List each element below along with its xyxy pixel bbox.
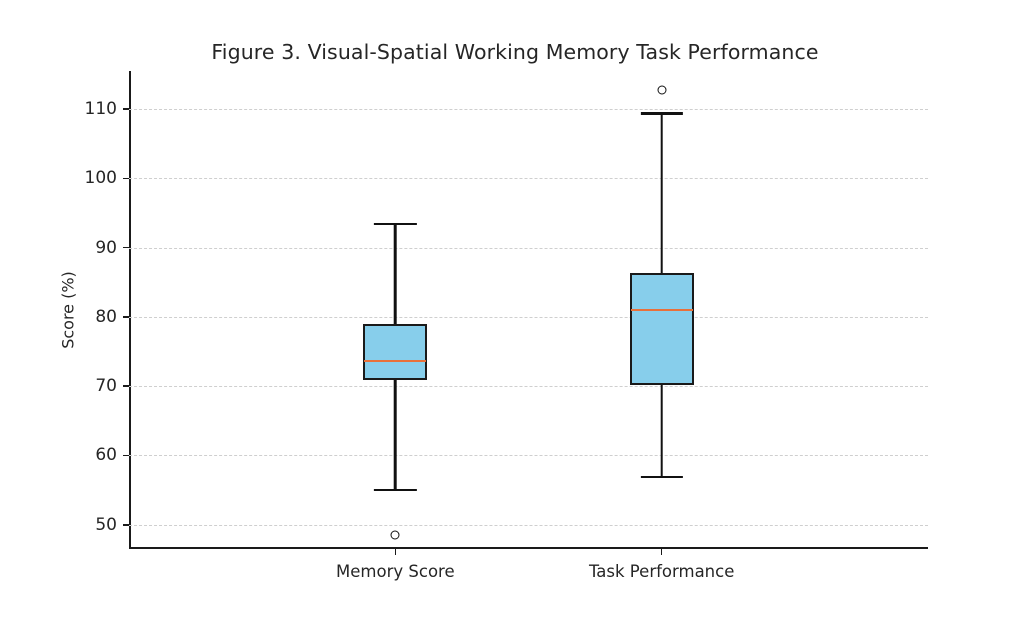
y-tick-mark xyxy=(123,177,129,180)
y-tick-label: 50 xyxy=(95,514,117,535)
y-tick-label: 60 xyxy=(95,445,117,466)
box-iqr xyxy=(363,323,428,380)
x-tick-mark xyxy=(394,549,397,555)
y-tick-mark xyxy=(123,316,129,318)
x-tick-mark xyxy=(660,549,663,555)
y-tick-mark xyxy=(123,385,129,387)
gridline xyxy=(129,316,928,318)
gridline xyxy=(129,386,928,388)
outlier-point xyxy=(390,530,400,540)
gridline xyxy=(129,247,928,249)
whisker-upper xyxy=(394,224,397,324)
y-tick-mark xyxy=(123,246,129,249)
y-tick-label: 80 xyxy=(95,306,117,327)
median-line xyxy=(364,360,427,363)
y-axis-spine xyxy=(129,71,131,549)
whisker-lower xyxy=(660,384,663,477)
x-axis-spine xyxy=(129,547,928,549)
plot-area: 50 60 70 80 90 100 110 Score (%) Memory Score T… xyxy=(58,71,928,581)
y-tick-label: 110 xyxy=(84,99,117,120)
box-iqr xyxy=(629,272,694,385)
cap-upper xyxy=(374,222,417,226)
y-axis-title: Score (%) xyxy=(58,271,78,349)
median-line xyxy=(630,308,693,312)
outlier-point xyxy=(657,85,667,95)
cap-upper xyxy=(640,111,683,115)
gridline xyxy=(129,524,928,526)
chart-title: Figure 3. Visual-Spatial Working Memory … xyxy=(211,40,819,64)
y-tick-mark xyxy=(123,108,129,110)
whisker-upper xyxy=(660,113,663,273)
y-tick-label: 90 xyxy=(95,237,117,258)
y-tick-label: 100 xyxy=(84,168,117,189)
y-tick-mark xyxy=(123,454,129,457)
cap-lower xyxy=(640,475,683,479)
gridline xyxy=(129,109,928,111)
y-tick-mark xyxy=(123,523,129,526)
gridline xyxy=(129,178,928,180)
whisker-lower xyxy=(394,379,397,491)
cap-lower xyxy=(374,488,417,492)
x-tick-label: Memory Score xyxy=(336,562,455,581)
y-tick-label: 70 xyxy=(95,376,117,397)
x-tick-label: Task Performance xyxy=(588,562,735,581)
gridline xyxy=(129,455,928,457)
